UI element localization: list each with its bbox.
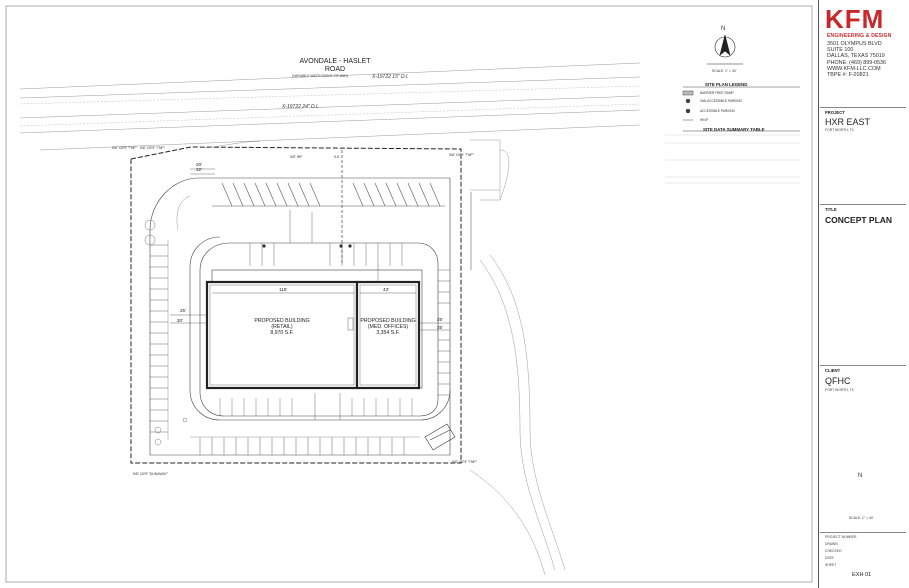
building-office-line1: PROPOSED BUILDING [360,318,416,324]
building-retail-area: 8,970 S.F. [270,330,294,336]
project-name: HXR EAST [825,117,871,127]
parking-stripes-right [438,269,450,396]
north-arrow-bottom-letter: N [858,473,863,479]
info-line: DRAWN [825,542,838,546]
title-block [818,0,909,588]
parking-stripes-inner-bottom [219,398,413,416]
road-name-line: AVONDALE - HASLET [299,58,371,65]
corner-top-right: 5/8" CIRF "TNP" [449,153,474,157]
east-road [469,139,566,576]
dim-left-20: 20' [177,318,183,323]
project-location: FORT WORTH, TX [825,128,854,132]
north-arrow-top [707,34,743,65]
legend-symbols [682,86,800,132]
company-address: 3501 OLYMPUS BLVD SUITE 100 DALLAS, TEXA… [827,41,886,78]
building-retail-label: PROPOSED BUILDING (RETAIL) 8,970 S.F. [245,318,319,336]
dumpster-enclosure [424,423,456,451]
corner-top-left-b: 5/8" CIRF "TNP" [140,146,165,150]
dim-5-8: 5.8' [334,155,340,159]
building-office [355,280,421,390]
legend-item: BARRIER FREE RAMP [700,91,734,95]
dim-top-20b: 22' [196,167,202,172]
dim-top-20a: 20' [196,162,202,167]
parking-stripes-inner-top [249,243,403,266]
sheet-title: CONCEPT PLAN [825,215,893,225]
client-name: QFHC [825,376,851,386]
road-lines [19,62,641,151]
info-line: DATE [825,556,834,560]
divider [820,107,906,108]
legend-item: HEVF [700,118,709,122]
building-retail-line2: (RETAIL) [271,324,293,330]
parking-stripes-top [221,182,441,207]
dim-right-25a: 25' [437,317,443,322]
building-office-area: 3,354 S.F. [376,330,400,336]
legend-title: SITE PLAN LEGEND [705,82,748,87]
dim-retail-width: 115' [279,287,288,292]
corner-top-left-a: 5/8" CIRF "TNP" [112,146,137,150]
road-name-line: ROAD [324,65,346,73]
company-logo-subtitle: ENGINEERING & DESIGN [827,33,892,39]
corner-bottom-left: 5/8" CIRF "DUNAWAY" [133,472,168,476]
address-line: DALLAS, TEXAS 75019 [827,53,885,60]
address-line: PHONE: (469) 899-0536 [827,59,887,66]
road-name: AVONDALE - HASLET ROAD [280,58,390,73]
sheet-number: EXH 01 [852,572,872,578]
divider [820,204,906,205]
dim-office-width: 43' [383,287,389,292]
utility-lines [19,85,641,127]
title-label: TITLE [825,207,837,212]
dim-right-25b: 25' [437,325,443,330]
site-plan-drawing [5,5,813,583]
site-data-table-title: SITE DATA SUMMARY TABLE [703,127,765,132]
info-line: CHECKED [825,549,842,553]
property-boundary [130,146,462,464]
building-office-line2: (MED. OFFICES) [367,324,409,330]
info-line: SHEET [825,563,837,567]
client-location: FORT WORTH, TX [825,388,854,392]
dim-irf: 5/8" IRF [290,155,303,159]
client-label: CLIENT [825,368,841,373]
north-arrow-top-scale: SCALE: 1" = 40' [712,69,737,73]
company-logo: KFM [825,4,885,34]
divider [820,532,906,533]
address-line: TBPE #: F-20821 [827,72,869,79]
north-arrow-top-letter: N [721,26,726,32]
north-arrow-bottom-scale: SCALE: 1" = 40' [849,516,874,520]
dim-left-25: 25' [180,308,186,313]
parking-stripes-left [150,244,168,433]
address-line: 3501 OLYMPUS BLVD [827,41,882,47]
project-label: PROJECT [825,110,845,115]
info-line: PROJECT NUMBER [825,535,857,539]
parking-stripes-bottom [199,437,405,455]
trees [144,219,188,446]
building-retail [205,280,359,390]
existing-utility-2: X-19722 24" D.I. [282,104,319,110]
building-office-label: PROPOSED BUILDING (MED. OFFICES) 3,354 S… [360,318,416,336]
existing-utility-1: X-19722 15" D.I. [372,74,409,80]
address-line: WWW.KFM-LLC.COM [827,65,881,72]
legend-item: ACCESSIBLE PARKING [700,109,736,113]
road-row-note: (VARIABLE WIDTH RIGHT-OF-WAY) [292,74,349,78]
divider [820,365,906,366]
legend-item: VAN ACCESSIBLE PARKING [700,99,743,103]
building-retail-line1: PROPOSED BUILDING [254,318,310,324]
address-line: SUITE 100 [827,47,854,54]
corner-bottom-right: 5/8" CIRF "TNP" [452,460,477,464]
